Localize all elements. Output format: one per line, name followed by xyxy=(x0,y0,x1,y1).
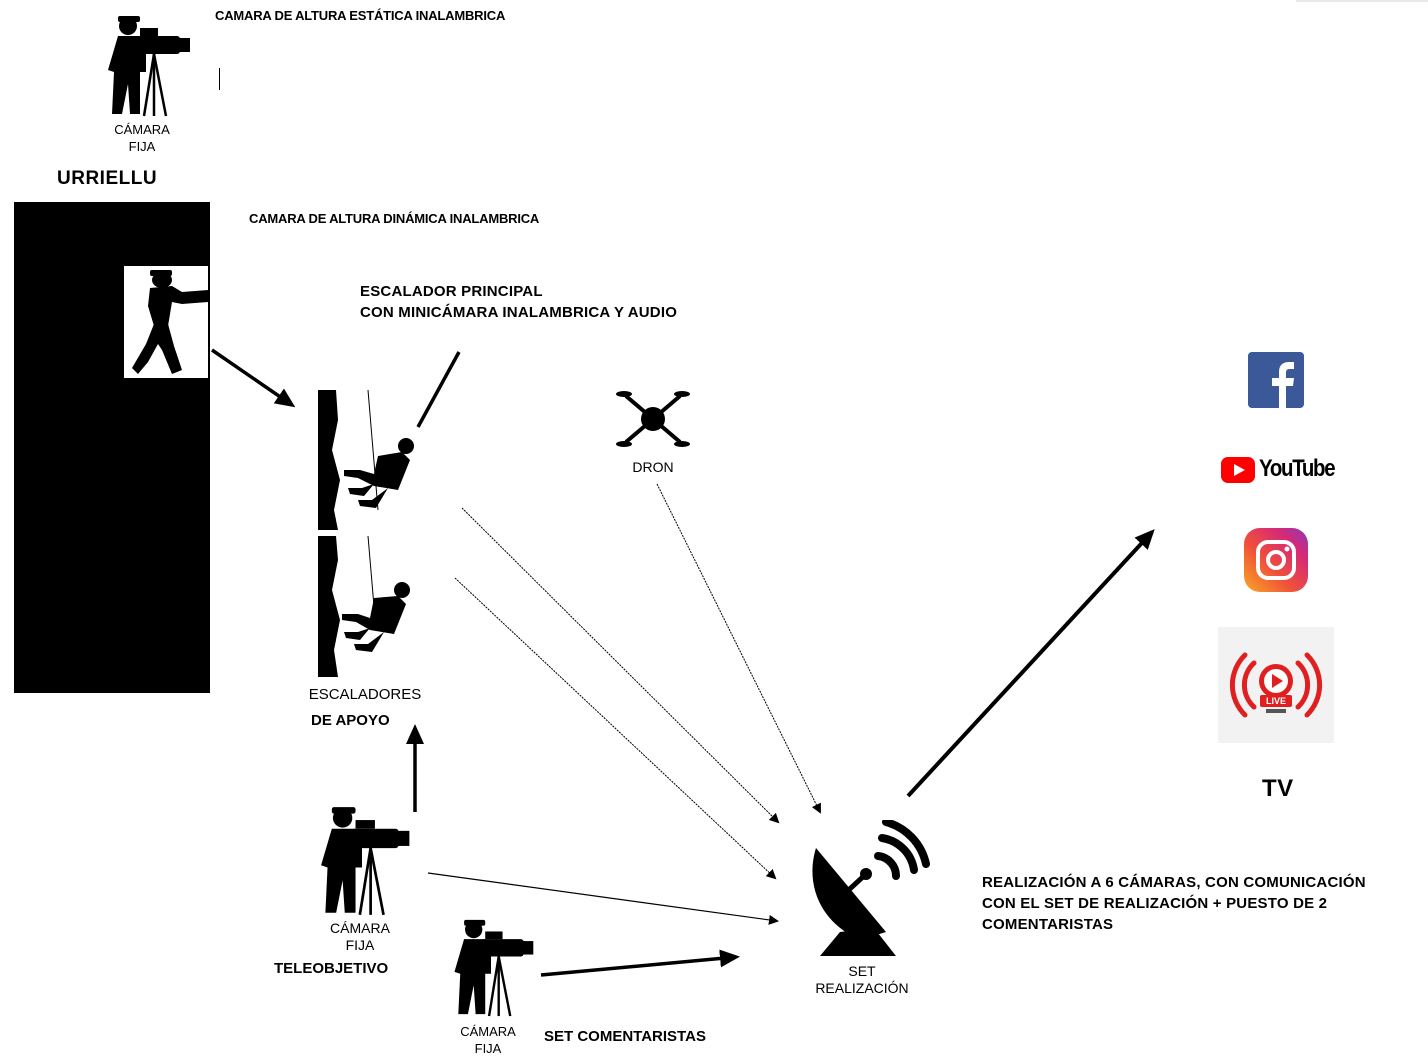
static-camera-title: CAMARA DE ALTURA ESTÁTICA INALAMBRICA xyxy=(215,8,506,23)
top-right-border xyxy=(1296,0,1428,2)
urriellu-label: URRIELLU xyxy=(57,168,158,189)
youtube-logo: YouTube xyxy=(1221,455,1336,485)
live-tile: LIVE xyxy=(1218,627,1334,743)
caption-line: CÁMARA xyxy=(460,1024,516,1039)
tele-cam-caption: CÁMARA FIJA xyxy=(320,920,400,954)
arrow-commentators-to-set xyxy=(540,949,740,977)
main-climber-line1: ESCALADOR PRINCIPAL xyxy=(360,283,543,300)
dynamic-camera-operator xyxy=(124,266,208,378)
live-icon xyxy=(1229,652,1323,718)
caption-line: SET xyxy=(848,963,876,979)
tv-label: TV xyxy=(1262,775,1294,802)
main-climber-line2: CON MINICÁMARA INALAMBRICA Y AUDIO xyxy=(360,304,678,321)
tele-cameraman-icon xyxy=(321,807,410,916)
line-drone-to-set xyxy=(656,483,821,814)
main-climber-title: ESCALADOR PRINCIPAL CON MINICÁMARA INALA… xyxy=(360,281,677,323)
caption-line: FIJA xyxy=(345,937,375,953)
dynamic-camera-title: CAMARA DE ALTURA DINÁMICA INALAMBRICA xyxy=(249,211,540,226)
drone-icon xyxy=(616,391,690,447)
production-description: REALIZACIÓN A 6 CÁMARAS, CON COMUNICACIÓ… xyxy=(982,872,1424,935)
description-line2: CON EL SET DE REALIZACIÓN + PUESTO DE 2 xyxy=(982,895,1328,912)
pointer-main-climber xyxy=(416,351,461,428)
description-line3: COMENTARISTAS xyxy=(982,916,1114,933)
facebook-icon xyxy=(1248,352,1304,408)
set-realizacion-label: SET REALIZACIÓN xyxy=(806,963,918,997)
static-cam-caption: CÁMARA FIJA xyxy=(104,121,180,155)
description-line1: REALIZACIÓN A 6 CÁMARAS, CON COMUNICACIÓ… xyxy=(982,874,1366,891)
support-label: DE APOYO xyxy=(311,712,390,729)
caption-line: FIJA xyxy=(474,1041,502,1056)
commentators-cam-caption: CÁMARA FIJA xyxy=(450,1023,526,1057)
cameraman-icon xyxy=(108,16,190,117)
live-badge: LIVE xyxy=(1265,696,1286,706)
drone-label: DRON xyxy=(632,459,674,475)
cameraman-shoulder-icon xyxy=(132,270,208,374)
caption-line: REALIZACIÓN xyxy=(815,980,909,996)
caption-line: CÁMARA xyxy=(114,122,170,137)
arrow-set-to-platforms xyxy=(906,529,1155,798)
teleobjetivo-label: TELEOBJETIVO xyxy=(274,960,389,977)
commentators-cameraman-icon xyxy=(454,919,534,1017)
satellite-dish-icon xyxy=(812,820,930,956)
caption-line: FIJA xyxy=(128,139,156,154)
instagram-icon xyxy=(1244,528,1308,592)
youtube-icon xyxy=(1221,457,1255,483)
caption-line: CÁMARA xyxy=(330,920,390,936)
arrow-dynamic-to-climbers xyxy=(211,348,296,408)
youtube-wordmark: YouTube xyxy=(1259,455,1336,482)
set-comentaristas-label: SET COMENTARISTAS xyxy=(544,1028,706,1045)
line-support-to-set xyxy=(454,577,777,880)
line-tele-to-set xyxy=(427,872,779,925)
climbers-label: ESCALADORES xyxy=(308,686,422,703)
text-cursor xyxy=(219,68,220,90)
line-climber-to-set xyxy=(461,507,780,824)
climber-icon xyxy=(318,390,414,677)
